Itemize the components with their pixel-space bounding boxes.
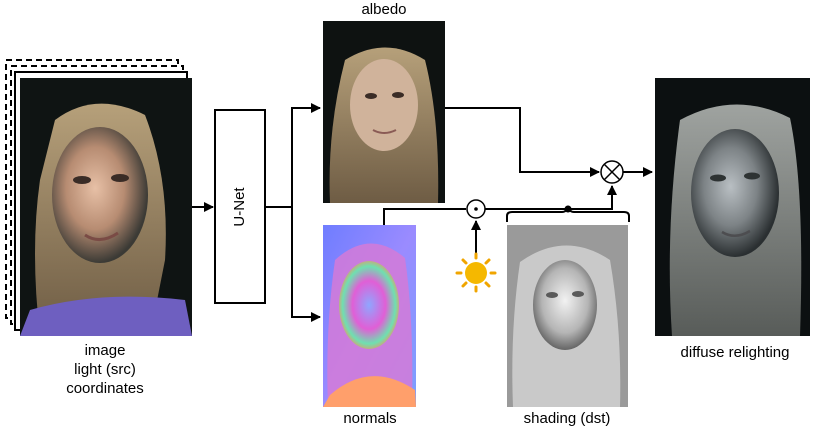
input-label-coordinates: coordinates xyxy=(66,380,144,397)
arrow-unet-to-normals xyxy=(291,207,321,322)
input-label-image: image xyxy=(84,342,126,359)
output-image xyxy=(655,78,810,336)
input-stack xyxy=(5,59,192,336)
shading-image xyxy=(507,225,628,407)
unet-label: U-Net xyxy=(231,187,248,227)
dot-product-operator xyxy=(466,199,486,219)
input-image xyxy=(20,78,192,336)
normals-label: normals xyxy=(343,410,397,427)
normals-image xyxy=(323,225,416,407)
line-normals-to-dot xyxy=(383,208,466,225)
arrow-albedo-to-multiply xyxy=(445,107,600,177)
line-dot-to-multiply xyxy=(485,185,617,210)
arrow-unet-split xyxy=(265,103,321,208)
albedo-image xyxy=(323,21,445,203)
albedo-label: albedo xyxy=(361,1,407,18)
multiply-operator xyxy=(600,160,624,184)
sun-icon xyxy=(455,252,497,293)
input-label: image light (src) coordinates xyxy=(45,341,165,398)
shading-label: shading (dst) xyxy=(523,410,611,427)
brace-junction xyxy=(564,205,572,213)
input-label-light: light (src) xyxy=(74,361,136,378)
output-label: diffuse relighting xyxy=(680,344,790,361)
